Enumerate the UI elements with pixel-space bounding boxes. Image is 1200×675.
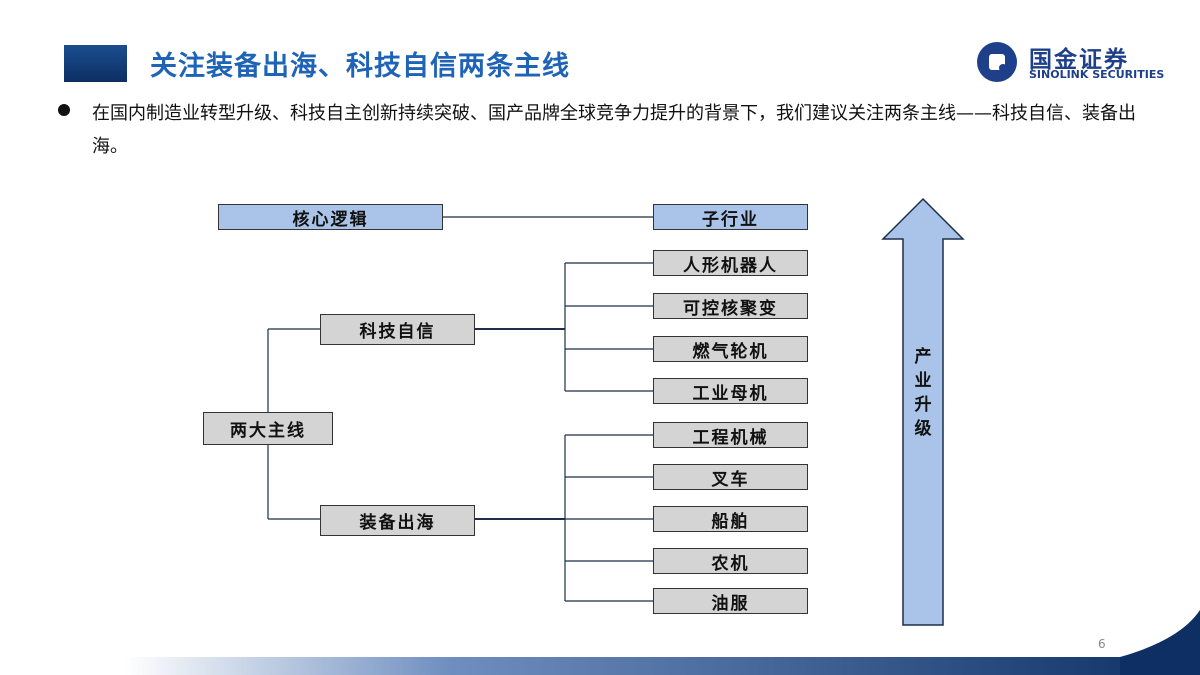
- arrow-label-text: 产业升级: [914, 347, 932, 439]
- leaf-node: 可控核聚变: [653, 293, 808, 319]
- header-core-logic: 核心逻辑: [218, 204, 443, 230]
- arrow-label: 产业升级: [906, 345, 940, 441]
- leaf-node: 燃气轮机: [653, 336, 808, 362]
- logo-name-en: SINOLINK SECURITIES: [1029, 68, 1165, 81]
- bullet-point-icon: [58, 104, 70, 116]
- branch-equipment: 装备出海: [320, 505, 475, 536]
- header-sub-industry: 子行业: [653, 204, 808, 230]
- company-logo: 国金证券 SINOLINK SECURITIES: [975, 40, 1175, 84]
- leaf-node: 工业母机: [653, 378, 808, 404]
- leaf-node: 人形机器人: [653, 250, 808, 276]
- page-number: 6: [1098, 637, 1106, 651]
- bullet-text: 在国内制造业转型升级、科技自主创新持续突破、国产品牌全球竞争力提升的背景下，我们…: [92, 103, 1136, 157]
- leaf-node: 船舶: [653, 506, 808, 532]
- leaf-node: 油服: [653, 588, 808, 614]
- title-accent-block: [64, 45, 127, 82]
- industry-upgrade-arrow: [881, 197, 965, 626]
- logo-mark-icon: [977, 42, 1017, 82]
- logo-name-cn: 国金证券: [1029, 47, 1129, 73]
- root-node: 两大主线: [203, 412, 333, 445]
- footer-band: [125, 610, 1200, 675]
- leaf-node: 工程机械: [653, 422, 808, 448]
- branch-tech: 科技自信: [320, 314, 475, 345]
- leaf-node: 农机: [653, 548, 808, 574]
- page-title: 关注装备出海、科技自信两条主线: [150, 51, 570, 82]
- leaf-node: 叉车: [653, 464, 808, 490]
